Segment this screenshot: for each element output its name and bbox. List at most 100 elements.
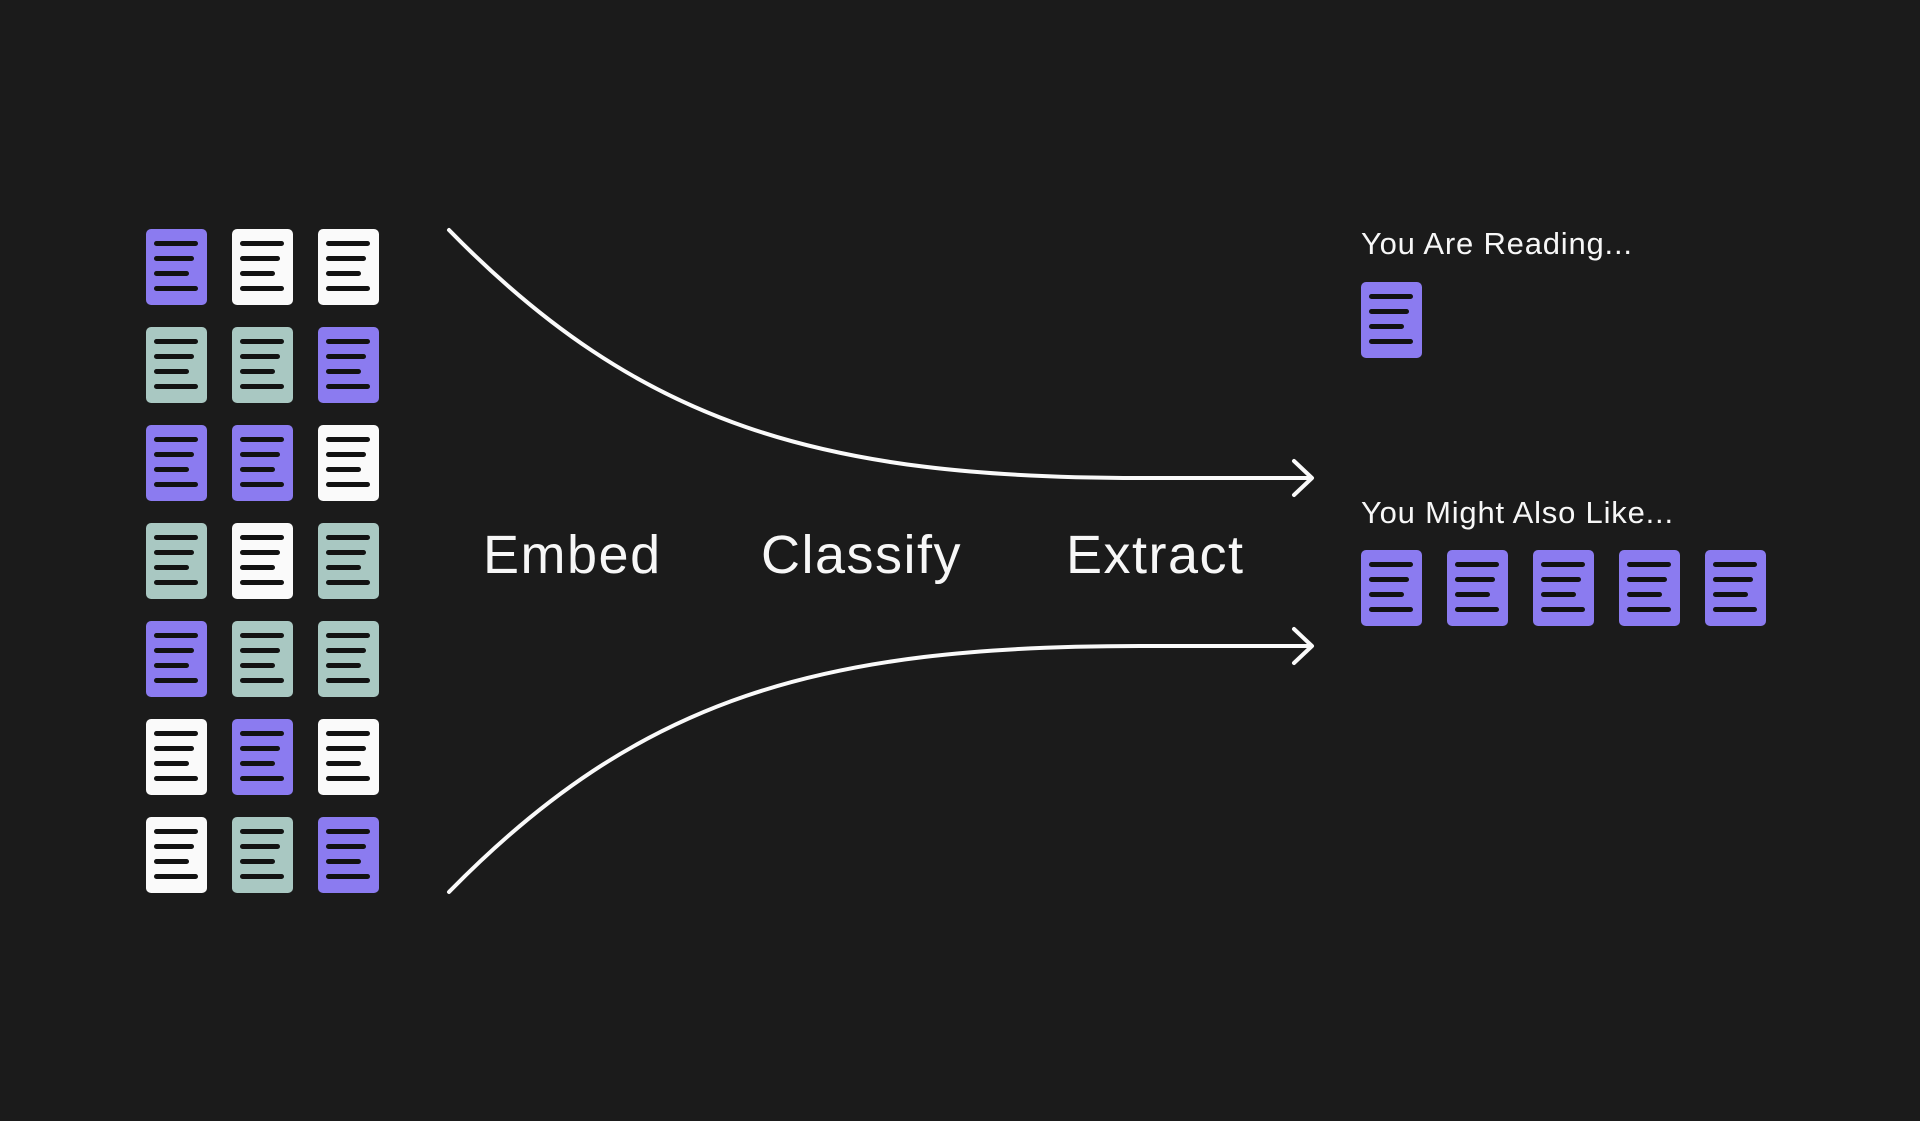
document-text-line [240,550,280,555]
document-text-line [326,761,361,766]
document-text-line [326,663,361,668]
document-text-line [326,437,370,442]
document-text-line [240,384,284,389]
document-text-line [154,829,198,834]
document-text-line [326,535,370,540]
document-text-line [1369,577,1409,582]
document-text-line [154,467,189,472]
document-text-line [326,874,370,879]
document-text-line [154,550,194,555]
document-text-line [326,286,370,291]
pipeline-step-label: Classify [761,525,963,585]
document-icon [318,719,379,795]
document-text-line [154,241,198,246]
document-icon [318,425,379,501]
document-icon [1361,550,1422,626]
you-are-reading-docs [1361,282,1422,358]
document-text-line [154,761,189,766]
document-text-line [1455,607,1499,612]
document-icon [232,719,293,795]
document-text-line [240,339,284,344]
document-icon [318,621,379,697]
document-icon [1361,282,1422,358]
document-text-line [240,580,284,585]
document-text-line [240,286,284,291]
document-text-line [1541,592,1576,597]
document-text-line [154,535,198,540]
document-text-line [1713,592,1748,597]
document-icon [318,523,379,599]
document-text-line [240,482,284,487]
document-text-line [240,776,284,781]
document-icon [146,425,207,501]
document-text-line [326,776,370,781]
document-text-line [240,452,280,457]
document-text-line [154,648,194,653]
document-text-line [154,678,198,683]
you-are-reading-title: You Are Reading... [1361,226,1633,261]
document-grid [146,229,379,893]
you-might-also-like-docs [1361,550,1766,626]
document-text-line [240,859,275,864]
document-text-line [154,565,189,570]
document-icon [232,817,293,893]
document-icon [232,523,293,599]
document-icon [146,621,207,697]
document-text-line [240,761,275,766]
document-text-line [154,731,198,736]
document-icon [1447,550,1508,626]
document-text-line [326,844,366,849]
document-text-line [240,565,275,570]
document-text-line [240,369,275,374]
document-text-line [154,271,189,276]
document-text-line [326,731,370,736]
document-text-line [154,452,194,457]
document-text-line [326,550,366,555]
document-text-line [1713,607,1757,612]
document-text-line [1627,607,1671,612]
document-icon [146,229,207,305]
document-text-line [1369,592,1404,597]
pipeline-step-label: Embed [483,525,662,585]
document-text-line [240,829,284,834]
document-text-line [1369,294,1413,299]
document-text-line [154,844,194,849]
document-text-line [1369,339,1413,344]
document-text-line [240,241,284,246]
document-text-line [326,565,361,570]
document-icon [1619,550,1680,626]
document-text-line [154,580,198,585]
document-text-line [1541,577,1581,582]
document-text-line [326,369,361,374]
document-text-line [1541,607,1585,612]
document-text-line [154,354,194,359]
document-icon [1533,550,1594,626]
document-text-line [240,874,284,879]
document-text-line [154,437,198,442]
document-text-line [1369,309,1409,314]
document-text-line [1541,562,1585,567]
document-text-line [154,663,189,668]
document-icon [146,817,207,893]
document-icon [318,817,379,893]
document-icon [146,719,207,795]
document-text-line [154,384,198,389]
document-icon [232,425,293,501]
document-icon [318,229,379,305]
document-text-line [326,452,366,457]
document-text-line [1627,592,1662,597]
pipeline-step-label: Extract [1066,525,1245,585]
you-might-also-like-title: You Might Also Like... [1361,495,1674,530]
document-icon [232,621,293,697]
document-text-line [1627,562,1671,567]
document-text-line [240,437,284,442]
document-text-line [326,746,366,751]
document-text-line [240,844,280,849]
document-text-line [326,256,366,261]
document-icon [318,327,379,403]
document-text-line [154,256,194,261]
document-text-line [240,731,284,736]
document-text-line [1369,607,1413,612]
